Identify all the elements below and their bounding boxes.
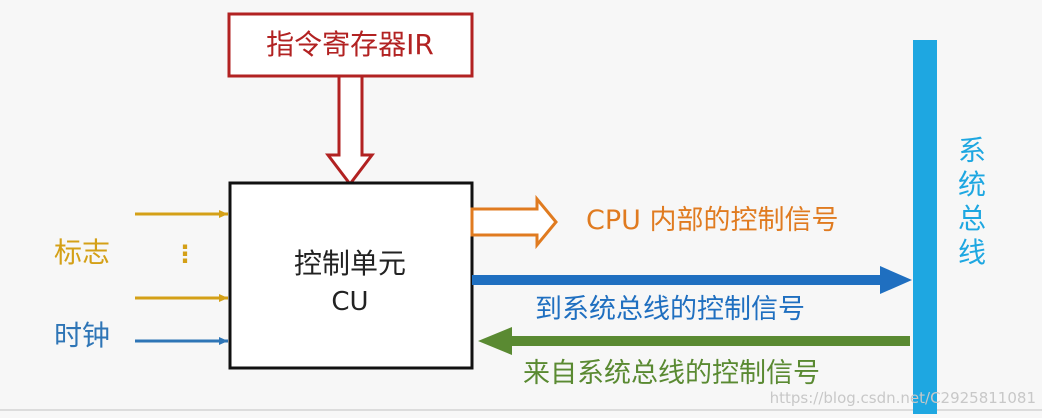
system-bus-bar [913,40,937,414]
system-bus-label-char: 系 [958,134,986,167]
cpu-internal-signal-label: CPU 内部的控制信号 [586,205,838,236]
ir-to-cu-arrow [324,74,376,187]
control-unit-label: 控制单元 [294,247,406,280]
to-bus-signal-arrow [472,266,912,294]
system-bus-label-char: 统 [958,168,986,201]
clock-label: 时钟 [54,319,110,352]
instruction-register-label: 指令寄存器IR [266,28,434,61]
control-unit-abbrev: CU [331,287,368,317]
flags-ellipsis: ⋮ [173,240,197,268]
watermark-text: https://blog.csdn.net/C2925811081 [770,389,1036,407]
to-bus-signal-label: 到系统总线的控制信号 [535,294,805,325]
cpu-internal-signal-arrow [470,194,558,250]
control-unit-box [228,181,474,370]
flags-label: 标志 [54,236,110,269]
from-bus-signal-arrow [478,327,910,355]
from-bus-signal-label: 来自系统总线的控制信号 [523,358,820,389]
system-bus-label-char: 线 [958,236,986,269]
system-bus-label-char: 总 [958,202,986,235]
